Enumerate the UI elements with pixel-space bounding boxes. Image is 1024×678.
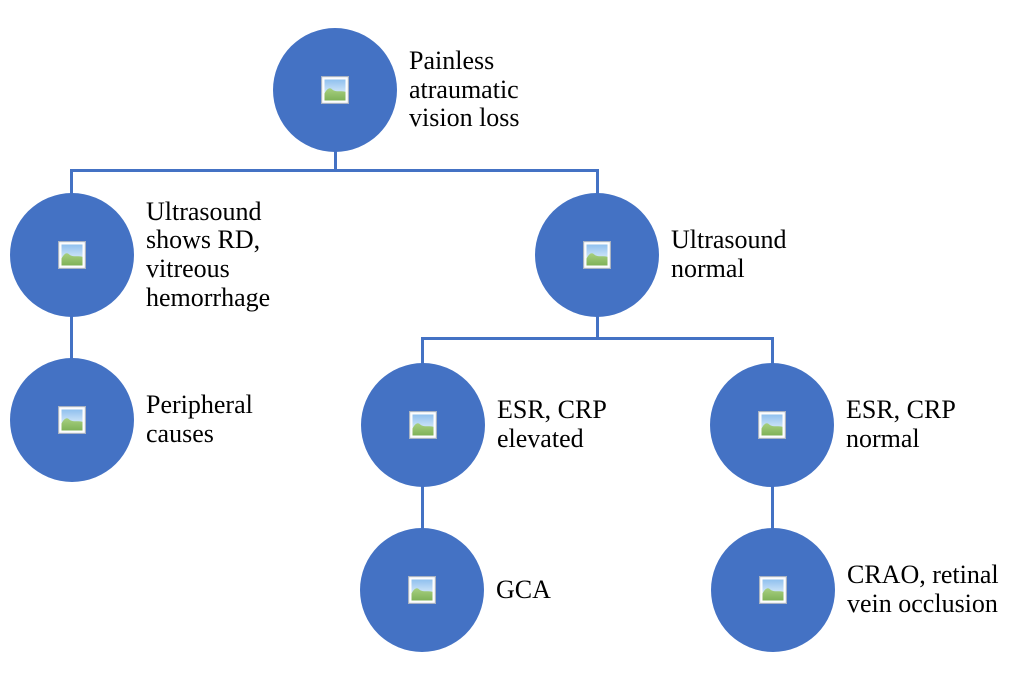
picture-placeholder-icon xyxy=(58,406,86,434)
node-crao-retinal-vein-occlusion: CRAO, retinal vein occlusion xyxy=(711,528,999,652)
node-label: Ultrasound shows RD, vitreous hemorrhage xyxy=(146,196,271,312)
connector-line xyxy=(596,169,599,195)
node-label: Painless atraumatic vision loss xyxy=(409,46,520,133)
connector-line xyxy=(596,316,599,339)
connector-line xyxy=(70,169,599,172)
node-peripheral-causes: Peripheral causes xyxy=(10,358,253,482)
picture-placeholder-icon xyxy=(409,411,437,439)
connector-line xyxy=(421,337,774,340)
node-circle xyxy=(360,528,484,652)
picture-placeholder-icon xyxy=(58,241,86,269)
node-circle xyxy=(711,528,835,652)
node-label: ESR, CRP normal xyxy=(846,395,956,453)
picture-placeholder-icon xyxy=(583,241,611,269)
picture-placeholder-icon xyxy=(321,76,349,104)
connector-line xyxy=(421,486,424,530)
connector-line xyxy=(70,316,73,360)
connector-line xyxy=(771,337,774,365)
node-circle xyxy=(273,28,397,152)
node-label: Ultrasound normal xyxy=(671,225,787,283)
connector-line xyxy=(771,486,774,530)
picture-placeholder-icon xyxy=(758,411,786,439)
picture-placeholder-icon xyxy=(759,576,787,604)
node-label: ESR, CRP elevated xyxy=(497,395,607,453)
node-gca: GCA xyxy=(360,528,551,652)
node-label: CRAO, retinal vein occlusion xyxy=(847,560,999,618)
connector-line xyxy=(421,337,424,365)
node-painless-vision-loss: Painless atraumatic vision loss xyxy=(273,28,520,152)
node-label: GCA xyxy=(496,574,551,604)
connector-line xyxy=(70,169,73,195)
node-circle xyxy=(361,363,485,487)
node-circle xyxy=(535,193,659,317)
node-esr-crp-elevated: ESR, CRP elevated xyxy=(361,363,607,487)
picture-placeholder-icon xyxy=(408,576,436,604)
connector-line xyxy=(334,151,337,172)
node-label: Peripheral causes xyxy=(146,390,253,448)
node-circle xyxy=(710,363,834,487)
node-ultrasound-normal: Ultrasound normal xyxy=(535,193,787,317)
node-circle xyxy=(10,193,134,317)
node-ultrasound-rd-vitreous-hemorrhage: Ultrasound shows RD, vitreous hemorrhage xyxy=(10,193,270,317)
node-circle xyxy=(10,358,134,482)
node-esr-crp-normal: ESR, CRP normal xyxy=(710,363,956,487)
